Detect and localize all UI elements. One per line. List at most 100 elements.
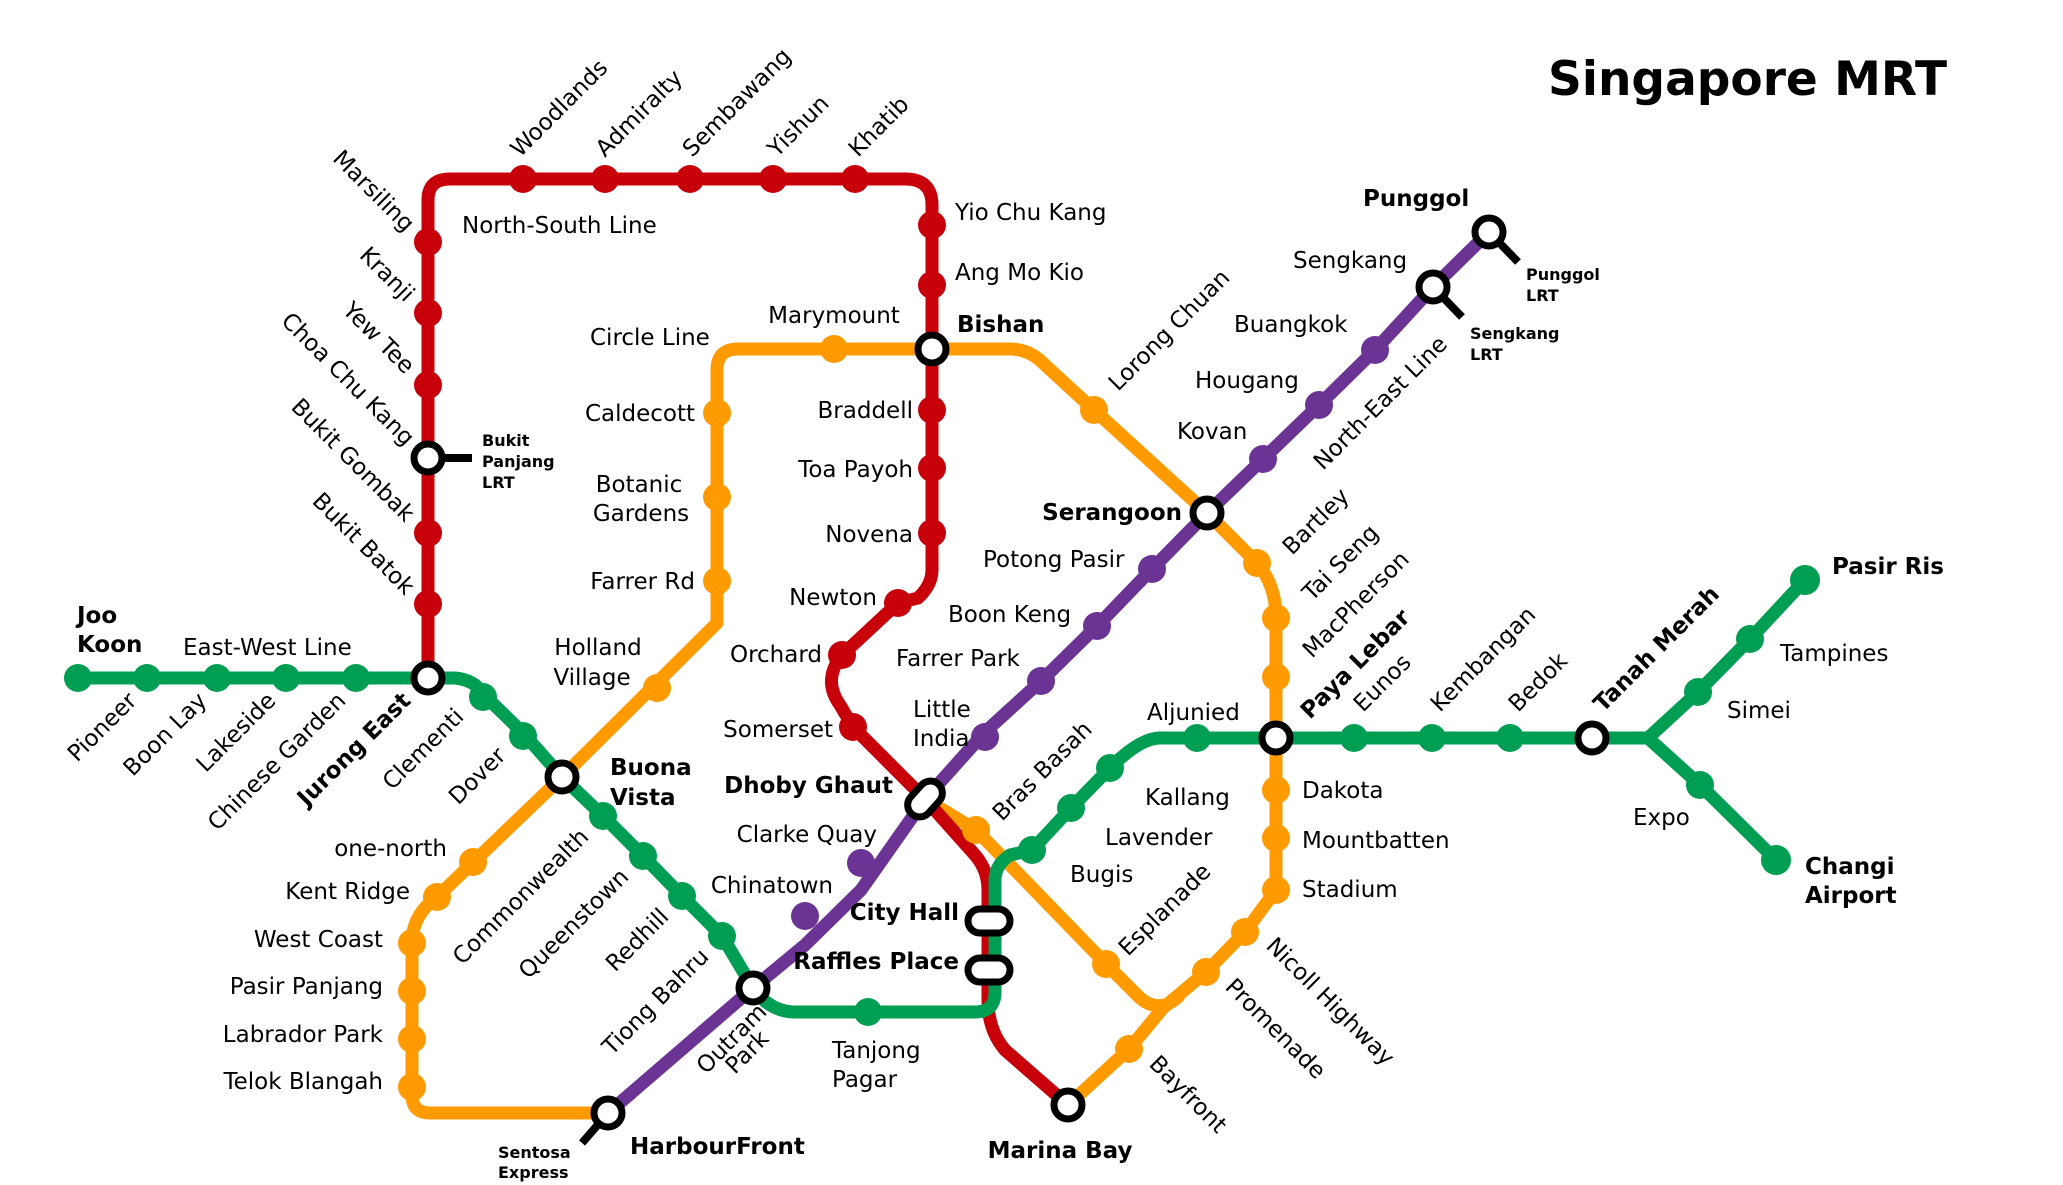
station-commonwealth[interactable] [589,802,617,830]
station-telok-blangah[interactable] [398,1073,426,1101]
station-joo-koon[interactable] [64,664,92,692]
station-promenade[interactable] [1192,958,1220,986]
station-labrador-park[interactable] [398,1025,426,1053]
interchange-sengkang[interactable] [1415,269,1451,305]
station-farrer-rd[interactable] [703,567,731,595]
label-sengkang-lrt-2: LRT [1470,345,1503,364]
station-kovan[interactable] [1249,445,1277,473]
label-boon-keng: Boon Keng [948,602,1071,628]
station-marymount[interactable] [820,335,848,363]
station-redhill[interactable] [668,882,696,910]
station-bedok[interactable] [1496,724,1524,752]
station-boon-lay[interactable] [203,664,231,692]
interchange-tanah-merah[interactable] [1574,720,1610,756]
label-expo: Expo [1633,805,1690,831]
station-kembangan[interactable] [1418,724,1446,752]
station-braddell[interactable] [918,396,946,424]
interchange-serangoon[interactable] [1189,495,1225,531]
station-caldecott[interactable] [703,399,731,427]
station-changi-airport[interactable] [1761,845,1791,875]
label-bayfront: Bayfront [1144,1051,1232,1139]
station-khatib[interactable] [841,165,869,193]
station-yishun[interactable] [759,165,787,193]
label-changi-airport-2: Airport [1805,883,1897,909]
station-little-india[interactable] [971,723,999,751]
station-queenstown[interactable] [629,842,657,870]
station-woodlands[interactable] [509,165,537,193]
station-clarke-quay[interactable] [791,902,819,930]
ne-stations [791,336,1389,930]
station-simei[interactable] [1684,678,1712,706]
station-lakeside[interactable] [272,664,300,692]
station-sembawang[interactable] [676,165,704,193]
station-botanic-gardens[interactable] [703,483,731,511]
interchange-city-hall[interactable] [964,905,1014,937]
station-lorong-chuan[interactable] [1080,396,1108,424]
interchange-jurong-east[interactable] [410,660,446,696]
station-bugis[interactable] [1018,836,1046,864]
station-macpherson[interactable] [1262,663,1290,691]
interchange-choa-chu-kang[interactable] [410,440,446,476]
station-pasir-ris[interactable] [1790,565,1820,595]
interchange-raffles-place[interactable] [964,954,1014,986]
station-tampines[interactable] [1736,625,1764,653]
label-khatib: Khatib [844,92,915,163]
station-marsiling[interactable] [414,228,442,256]
station-newton[interactable] [884,589,912,617]
station-somerset[interactable] [839,713,867,741]
station-holland-village[interactable] [643,674,671,702]
station-kent-ridge[interactable] [423,883,451,911]
station-bukit-batok[interactable] [414,590,442,618]
station-boon-keng[interactable] [1083,612,1111,640]
map-title: Singapore MRT [1548,52,1947,107]
interchange-dhoby-ghaut[interactable] [903,776,948,822]
station-pasir-panjang[interactable] [398,977,426,1005]
label-chinatown: Chinatown [711,873,833,899]
interchange-bishan[interactable] [914,331,950,367]
station-one-north[interactable] [459,848,487,876]
station-tai-seng[interactable] [1262,604,1290,632]
station-eunos[interactable] [1340,724,1368,752]
station-hougang[interactable] [1305,391,1333,419]
station-novena[interactable] [918,519,946,547]
station-kallang[interactable] [1096,754,1124,782]
station-potong-pasir[interactable] [1138,555,1166,583]
interchange-buona-vista[interactable] [544,759,580,795]
station-west-coast[interactable] [398,929,426,957]
station-bukit-gombak[interactable] [414,519,442,547]
station-tiong-bahru[interactable] [708,922,736,950]
station-bayfront[interactable] [1115,1035,1143,1063]
station-admiralty[interactable] [591,165,619,193]
station-expo[interactable] [1686,771,1714,799]
station-yio-chu-kang[interactable] [918,211,946,239]
station-yew-tee[interactable] [414,371,442,399]
interchange-harbourfront[interactable] [590,1095,626,1131]
interchange-marina-bay[interactable] [1050,1087,1086,1123]
label-farrer-park: Farrer Park [896,646,1021,672]
station-farrer-park[interactable] [1027,667,1055,695]
station-dover[interactable] [509,722,537,750]
station-toa-payoh[interactable] [918,454,946,482]
station-tanjong-pagar[interactable] [854,998,882,1026]
station-aljunied[interactable] [1183,724,1211,752]
label-lavender: Lavender [1105,825,1213,851]
station-pioneer[interactable] [133,664,161,692]
station-clementi[interactable] [469,683,497,711]
station-mountbatten[interactable] [1262,824,1290,852]
station-bras-basah[interactable] [962,816,990,844]
station-ang-mo-kio[interactable] [918,271,946,299]
station-lavender[interactable] [1057,794,1085,822]
station-dakota[interactable] [1262,776,1290,804]
station-chinatown[interactable] [847,849,875,877]
interchange-paya-lebar[interactable] [1258,720,1294,756]
station-orchard[interactable] [828,641,856,669]
interchange-outram-park[interactable] [735,970,771,1006]
station-bartley[interactable] [1243,549,1271,577]
station-buangkok[interactable] [1361,336,1389,364]
station-nicoll-highway[interactable] [1231,918,1259,946]
station-kranji[interactable] [414,299,442,327]
station-stadium[interactable] [1262,876,1290,904]
interchange-punggol[interactable] [1471,214,1507,250]
station-chinese-garden[interactable] [342,664,370,692]
station-esplanade[interactable] [1092,950,1120,978]
